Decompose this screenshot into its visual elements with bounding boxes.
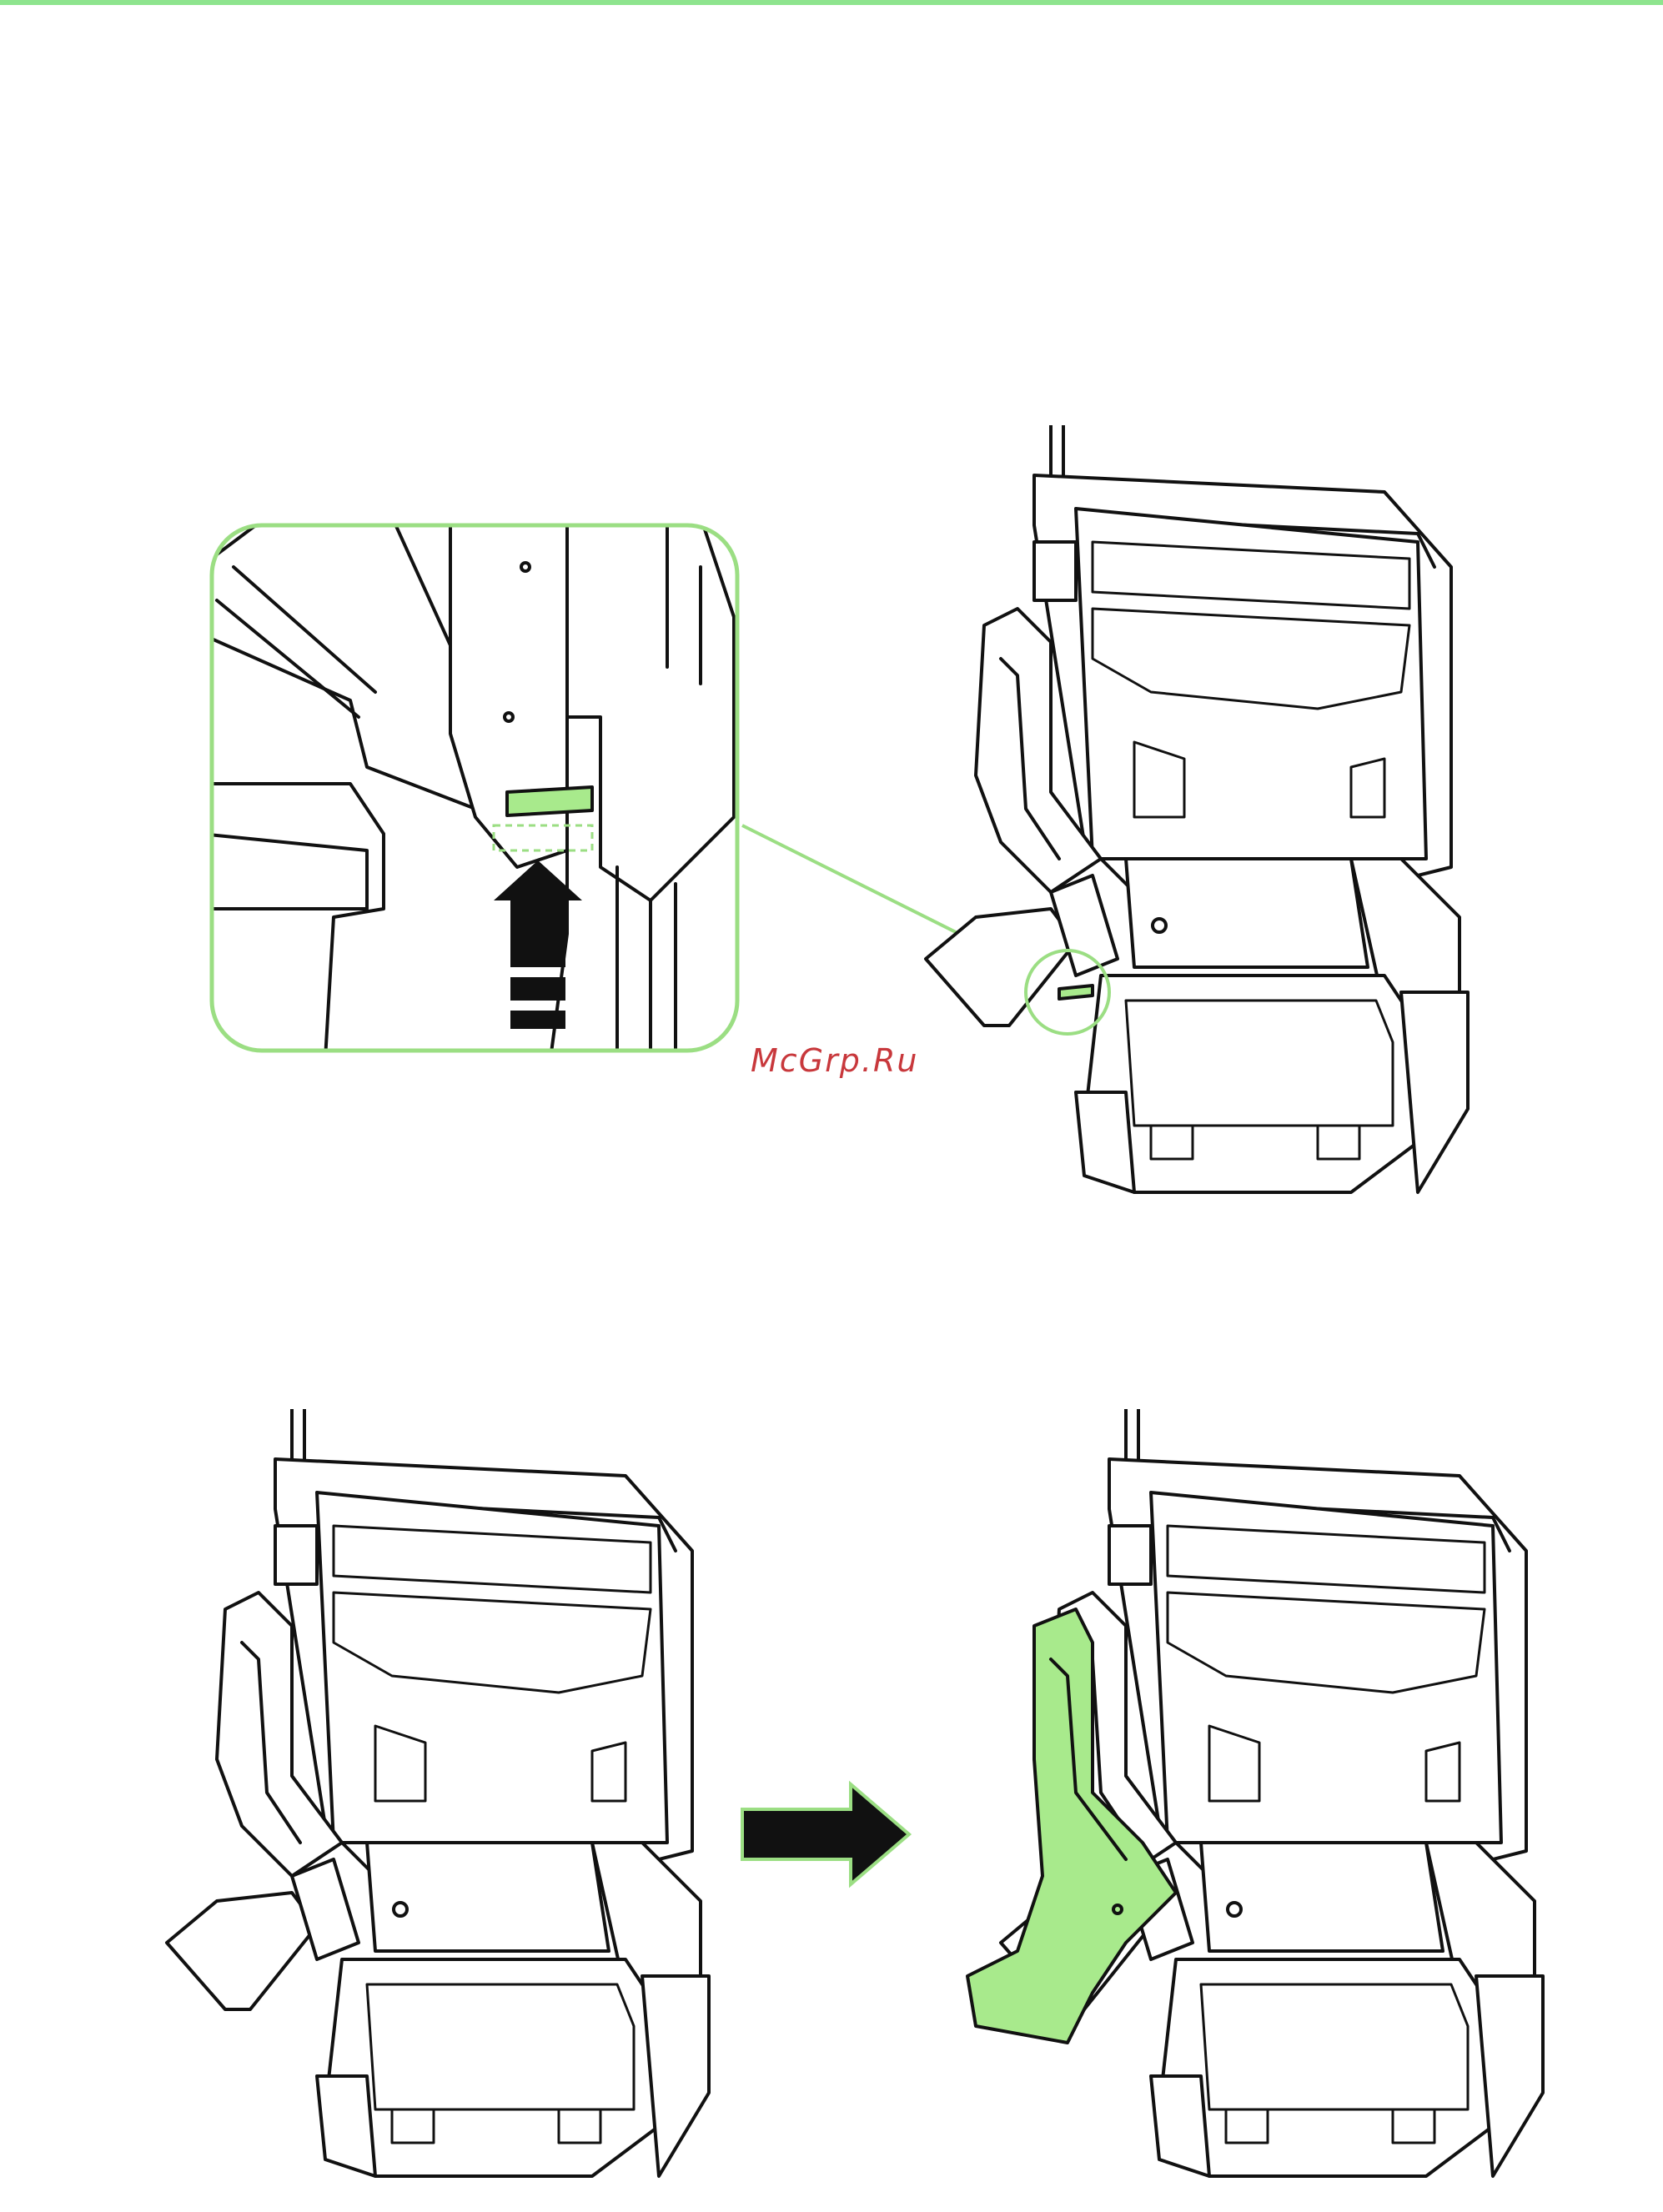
latch-zoom-detail	[200, 517, 751, 1059]
keypad-icon	[959, 1409, 1560, 2209]
arrow-right-icon	[734, 1776, 917, 1893]
keypad-bottom-left-illustration	[125, 1409, 726, 2209]
keypad-icon	[884, 425, 1485, 1226]
top-accent-rule	[0, 0, 1663, 5]
keypad-bottom-right-illustration	[959, 1409, 1560, 2209]
direction-arrow	[734, 1776, 917, 1893]
latch-zoom-svg	[200, 517, 751, 1059]
keypad-icon	[125, 1409, 726, 2209]
keypad-top-illustration	[884, 425, 1485, 1226]
watermark: McGrp.Ru	[751, 1042, 934, 1084]
